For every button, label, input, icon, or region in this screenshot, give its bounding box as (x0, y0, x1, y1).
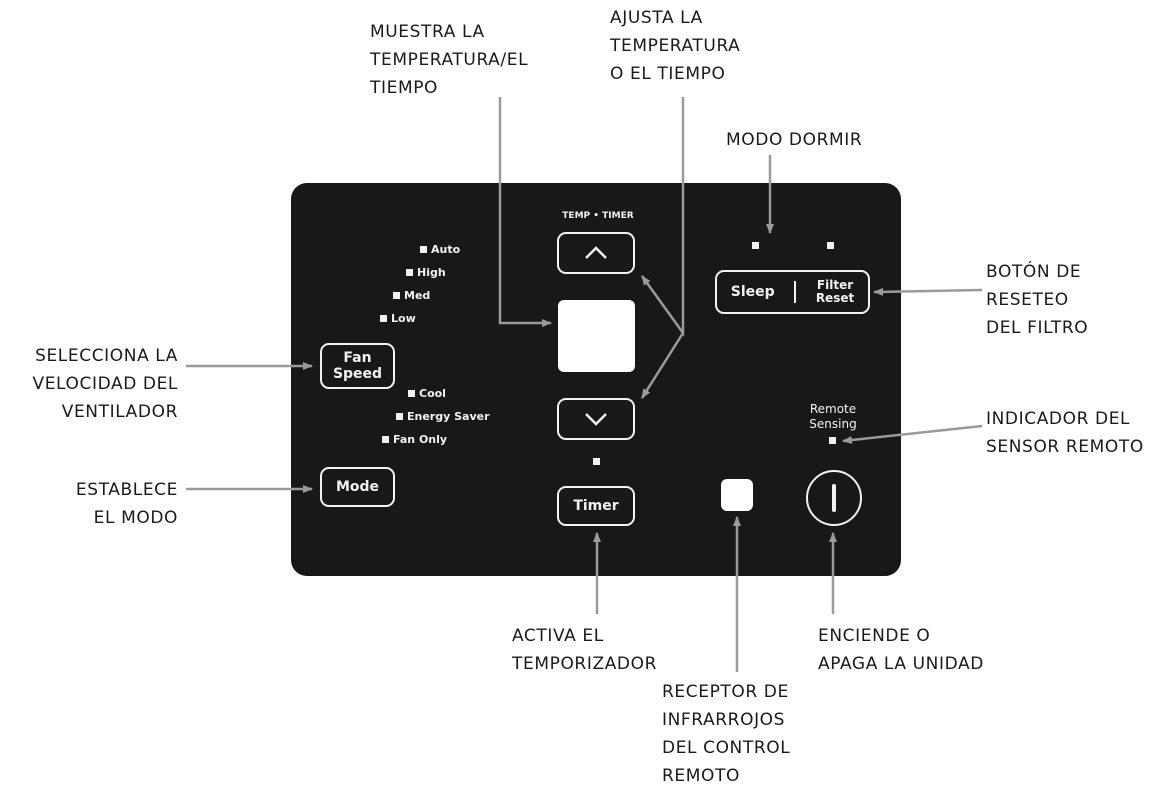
timer-button[interactable]: Timer (557, 486, 635, 526)
leader-remote (842, 424, 983, 445)
leader-filter (873, 287, 983, 296)
leader-adjust-up (640, 97, 685, 337)
fan-level-med: Med (393, 289, 430, 302)
fan-level-low: Low (380, 312, 416, 325)
mode-energy-saver: Energy Saver (396, 410, 490, 423)
up-button[interactable] (557, 232, 635, 274)
fan-level-high: High (406, 266, 446, 279)
callout-fan-speed: SELECCIONA LA VELOCIDAD DEL VENTILADOR (32, 346, 178, 422)
temp-timer-display (558, 300, 635, 372)
callout-sleep-mode: MODO DORMIR (726, 130, 863, 150)
callout-remote-sensor: INDICADOR DEL SENSOR REMOTO (986, 409, 1144, 457)
leader-display (498, 97, 552, 327)
filter-reset-button-label[interactable]: Filter Reset (815, 278, 855, 305)
callout-adjust: AJUSTA LA TEMPERATURA O EL TIEMPO (610, 8, 741, 84)
power-button[interactable] (806, 470, 862, 526)
remote-sensing-led (829, 437, 836, 444)
temp-timer-label: TEMP • TIMER (562, 211, 634, 221)
mode-button[interactable]: Mode (320, 467, 395, 507)
callout-power: ENCIENDE O APAGA LA UNIDAD (818, 626, 984, 674)
callout-timer: ACTIVA EL TEMPORIZADOR (512, 626, 658, 674)
fan-speed-button[interactable]: Fan Speed (320, 343, 395, 389)
chevron-down-icon (585, 413, 607, 426)
down-button[interactable] (557, 398, 635, 440)
chevron-up-icon (585, 246, 607, 259)
remote-sensing-label: Remote Sensing (809, 402, 857, 431)
sleep-filter-reset-button[interactable]: Sleep Filter Reset (715, 270, 870, 314)
timer-indicator-led (593, 458, 600, 465)
sleep-indicator-led (752, 242, 759, 249)
callout-mode: ESTABLECE EL MODO (75, 480, 178, 528)
callout-ir-receiver: RECEPTOR DE INFRARROJOS DEL CONTROL REMO… (662, 682, 791, 786)
leader-adjust-down (640, 332, 685, 399)
button-divider (794, 281, 797, 303)
ir-receiver-window (721, 479, 753, 511)
sleep-button-label[interactable]: Sleep (730, 284, 775, 300)
filter-indicator-led (827, 242, 834, 249)
callout-display: MUESTRA LA TEMPERATURA/EL TIEMPO (370, 22, 529, 98)
mode-fan-only: Fan Only (382, 433, 447, 446)
fan-level-auto: Auto (420, 243, 460, 256)
mode-cool: Cool (408, 387, 446, 400)
callout-filter-reset: BOTÓN DE RESETEO DEL FILTRO (986, 262, 1089, 338)
power-icon (832, 484, 836, 512)
